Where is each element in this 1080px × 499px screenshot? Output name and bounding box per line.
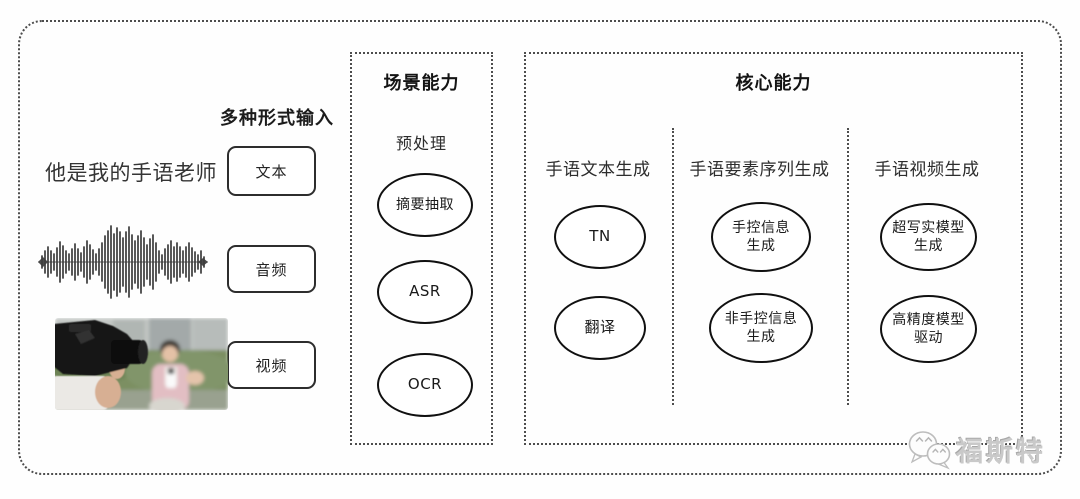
scene-panel-subtitle: 预处理 xyxy=(395,134,447,153)
node-label: OCR xyxy=(407,375,443,394)
scene-capability-panel: 场景能力 预处理 xyxy=(350,52,493,445)
wechat-icon xyxy=(908,431,951,470)
outer-dotted-frame xyxy=(18,20,1062,475)
input-mode-label: 文本 xyxy=(255,162,288,181)
input-mode-box-text: 文本 xyxy=(227,146,316,196)
input-mode-box-video: 视频 xyxy=(227,341,316,389)
sample-sentence-text: 他是我的手语老师 xyxy=(45,161,217,185)
video-thumbnail xyxy=(55,318,228,410)
node-high-precision-model-driving: 高精度模型 驱动 xyxy=(880,295,977,363)
node-label: 翻译 xyxy=(584,318,616,337)
column-header-element-sequence-generation: 手语要素序列生成 xyxy=(689,160,830,180)
input-mode-label: 音频 xyxy=(255,260,288,279)
node-tn: TN xyxy=(554,205,646,269)
node-asr: ASR xyxy=(377,260,473,324)
audio-waveform xyxy=(38,225,208,299)
column-header-text-generation: 手语文本生成 xyxy=(545,160,651,180)
node-label: 非手控信息 生成 xyxy=(724,310,798,345)
watermark: 福斯特 xyxy=(906,428,1046,470)
column-separator xyxy=(672,128,674,405)
node-manual-info-generation: 手控信息 生成 xyxy=(711,202,811,272)
core-panel-title: 核心能力 xyxy=(735,73,812,94)
core-capability-panel: 核心能力 xyxy=(524,52,1023,445)
watermark-text: 福斯特 xyxy=(956,436,1046,468)
column-header-video-generation: 手语视频生成 xyxy=(874,160,980,180)
node-label: TN xyxy=(589,227,611,246)
node-translation: 翻译 xyxy=(554,296,646,360)
node-label: ASR xyxy=(409,282,441,301)
node-hyperrealistic-model-generation: 超写实模型 生成 xyxy=(880,203,977,271)
column-separator xyxy=(847,128,849,405)
input-section-title: 多种形式输入 xyxy=(220,108,334,129)
input-mode-label: 视频 xyxy=(255,356,288,375)
input-mode-box-audio: 音频 xyxy=(227,245,316,293)
node-non-manual-info-generation: 非手控信息 生成 xyxy=(709,293,813,363)
node-label: 摘要抽取 xyxy=(396,196,454,213)
node-label: 高精度模型 驱动 xyxy=(892,311,965,346)
node-summary-extraction: 摘要抽取 xyxy=(377,173,473,237)
scene-panel-title: 场景能力 xyxy=(383,73,460,94)
node-ocr: OCR xyxy=(377,353,473,417)
node-label: 超写实模型 生成 xyxy=(892,219,965,254)
node-label: 手控信息 生成 xyxy=(732,219,790,254)
